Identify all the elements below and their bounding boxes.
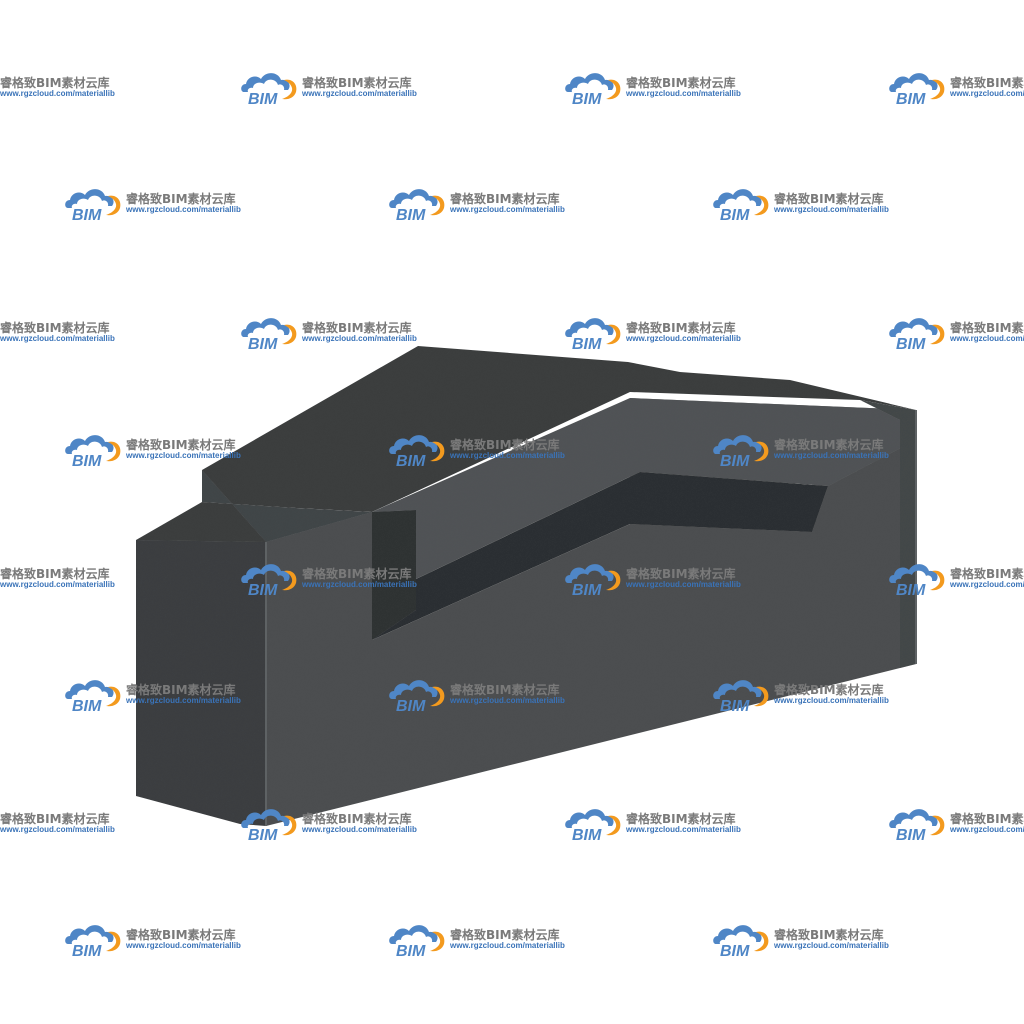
recess-wall	[372, 510, 416, 640]
left-side-face	[136, 540, 266, 826]
right-side-face	[860, 400, 916, 668]
sloped-face	[372, 398, 916, 600]
top-face	[202, 346, 916, 512]
groove-recess	[372, 472, 828, 640]
front-face	[266, 398, 916, 826]
